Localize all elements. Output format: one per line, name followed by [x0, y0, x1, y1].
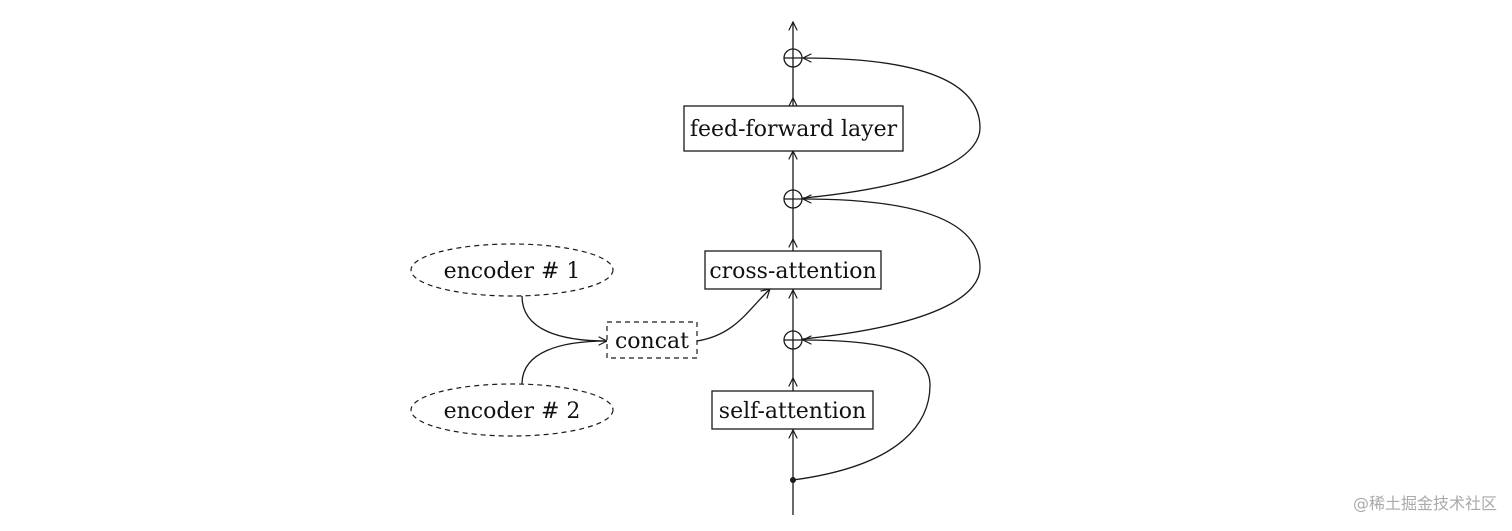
encoder-2-node: encoder # 2 — [410, 383, 614, 437]
cross-attention-label: cross-attention — [709, 259, 876, 284]
watermark-text: @稀土掘金技术社区 — [1353, 494, 1497, 513]
concat-to-cross-attention — [696, 288, 771, 342]
feed-forward-layer-box: feed-forward layer — [683, 105, 904, 152]
trunk-arrowheads — [788, 20, 798, 439]
cross-attention-box: cross-attention — [704, 250, 882, 290]
encoder1-to-concat — [521, 295, 608, 342]
residual-connections — [792, 53, 981, 481]
residual-self-attention — [792, 339, 931, 481]
add-node-middle — [783, 189, 803, 209]
self-attention-label: self-attention — [719, 399, 866, 424]
feed-forward-layer-label: feed-forward layer — [690, 117, 898, 142]
encoder2-to-concat — [521, 340, 608, 385]
encoder-1-label: encoder # 1 — [444, 259, 581, 284]
concat-box: concat — [606, 321, 698, 359]
add-node-bottom — [783, 330, 803, 350]
encoder-1-node: encoder # 1 — [410, 243, 614, 297]
residual-feed-forward — [792, 57, 981, 200]
encoder-2-label: encoder # 2 — [444, 399, 581, 424]
residual-cross-attention — [792, 198, 981, 341]
add-node-top — [783, 48, 803, 68]
self-attention-box: self-attention — [711, 390, 874, 430]
concat-label: concat — [615, 329, 689, 354]
